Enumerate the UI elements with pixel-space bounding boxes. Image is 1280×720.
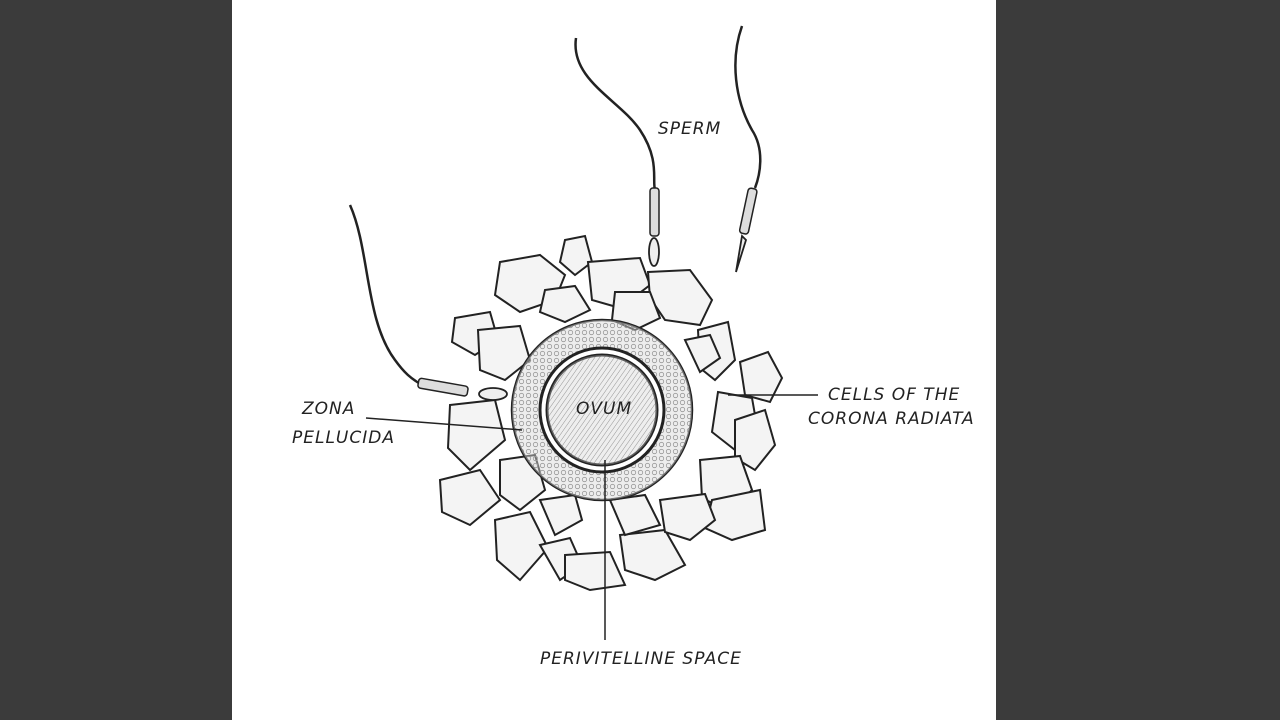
leader-lines [365,394,818,640]
desk-background-left [0,0,240,720]
label-zona-line2: PELLUCIDA [292,428,395,448]
label-zona-line1: ZONA [301,399,355,419]
label-corona-line1: CELLS OF THE [828,385,960,405]
corona-radiata-cells [438,234,784,592]
label-corona-line2: CORONA RADIATA [808,409,975,429]
sperm-cells [348,25,762,401]
label-perivitelline-space: PERIVITELLINE SPACE [540,649,742,669]
ovum [545,353,659,467]
label-sperm: SPERM [658,119,721,139]
desk-background-right [990,0,1280,720]
label-ovum: OVUM [576,399,632,419]
